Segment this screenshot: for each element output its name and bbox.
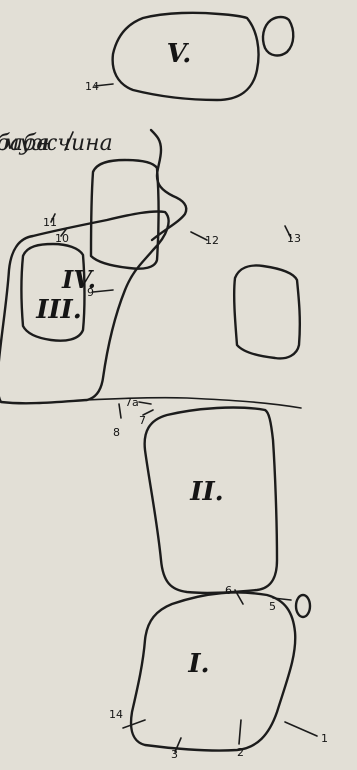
number-8: 8 [113, 426, 120, 439]
number-7a: 7a [125, 396, 139, 409]
number-6: 6 [225, 584, 232, 597]
number-13: 13 [287, 232, 301, 245]
number-10: 10 [55, 232, 69, 245]
pointer-11: 11 [43, 214, 57, 229]
number-14-lower: 14 [109, 708, 123, 721]
label-region-II: II. [189, 477, 223, 507]
number-12: 12 [205, 234, 219, 247]
label-region-V: V. [167, 39, 192, 69]
number-9: 9 [87, 286, 94, 299]
number-2: 2 [237, 746, 244, 759]
handwriting-line-2: баба [0, 131, 50, 156]
label-region-I: I. [187, 649, 209, 679]
number-7: 7 [139, 414, 146, 427]
number-5: 5 [269, 600, 276, 613]
number-3: 3 [171, 748, 178, 761]
label-region-III: III. [35, 295, 82, 325]
number-11: 11 [43, 216, 57, 229]
number-1: 1 [321, 732, 328, 745]
number-14-upper: 14 [85, 80, 99, 93]
